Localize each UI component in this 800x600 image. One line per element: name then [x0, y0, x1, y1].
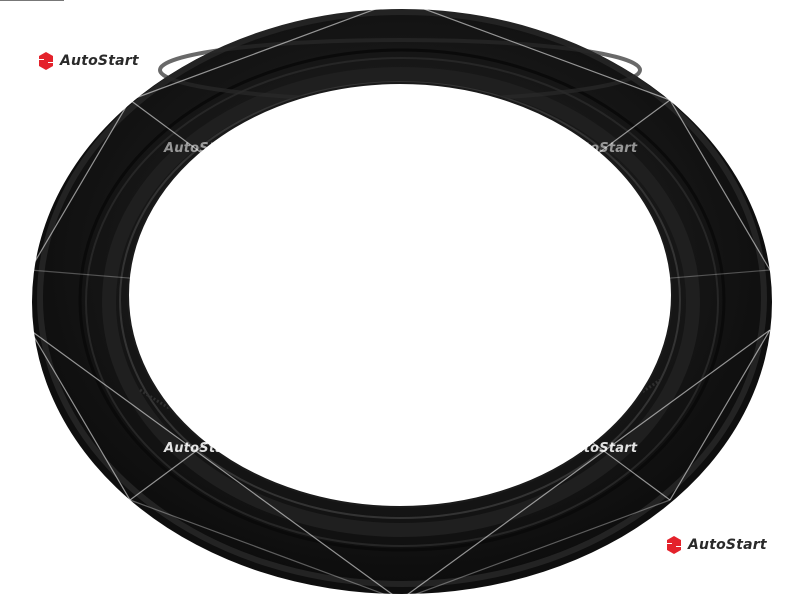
watermark-text: AutoStart: [164, 441, 238, 456]
autostart-logo-icon: [667, 536, 681, 554]
watermark-text: AutoStart: [564, 441, 638, 456]
watermark-text: AutoStart: [564, 141, 638, 156]
brand-name: AutoStart: [688, 537, 767, 553]
corner-line: [0, 0, 64, 1]
brand-logo: AutoStart: [36, 51, 139, 71]
watermark-text: AutoStart: [164, 141, 238, 156]
autostart-logo-icon: [39, 52, 53, 70]
brand-name: AutoStart: [60, 53, 139, 69]
brand-logo: AutoStart: [664, 535, 767, 555]
